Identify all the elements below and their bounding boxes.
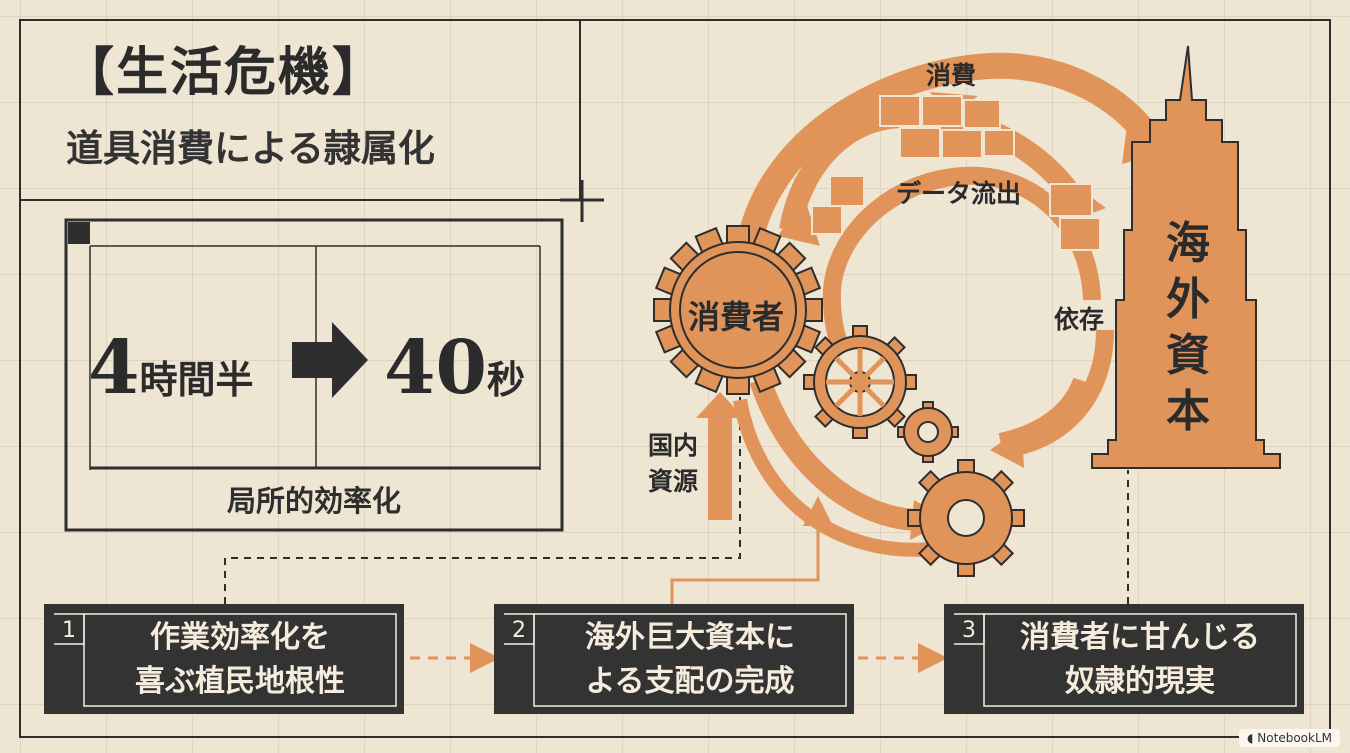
consumption-label: 消費 <box>926 61 977 90</box>
after-time: 40秒 <box>384 325 525 411</box>
page-subtitle: 道具消費による隷属化 <box>66 127 435 170</box>
step-number: 1 <box>62 618 76 643</box>
foreign-capital-char: 資 <box>1166 330 1210 381</box>
foreign-capital-char: 海 <box>1166 218 1210 269</box>
before-number: 4 <box>88 325 140 411</box>
skyscraper-icon <box>1091 45 1281 469</box>
dependence-label: 依存 <box>1054 305 1105 334</box>
step-line: 作業効率化を <box>150 620 330 655</box>
gear-icon <box>803 325 917 439</box>
step-text: 海外巨大資本に よる支配の完成 <box>534 616 846 704</box>
gear-icon <box>907 459 1025 577</box>
notebook-icon: ◖ <box>1247 731 1254 745</box>
step-text: 消費者に甘んじる 奴隷的現実 <box>984 616 1296 704</box>
after-unit: 秒 <box>486 357 525 402</box>
step-line: よる支配の完成 <box>585 664 795 699</box>
step-boxes <box>44 604 1304 714</box>
step-number: 2 <box>512 618 526 643</box>
efficiency-box <box>64 218 564 532</box>
step-line: 喜ぶ植民地根性 <box>135 664 345 699</box>
domestic-resources-line: 国内 <box>647 431 698 460</box>
watermark-text: NotebookLM <box>1257 731 1332 745</box>
frame-lines <box>19 19 1331 738</box>
data-outflow-label: データ流出 <box>896 179 1022 208</box>
watermark-badge: ◖ NotebookLM <box>1239 729 1340 747</box>
foreign-capital-char: 本 <box>1166 386 1210 437</box>
domestic-resources-line: 資源 <box>647 467 698 496</box>
step-line: 海外巨大資本に <box>585 620 795 655</box>
gear-icon <box>897 401 959 463</box>
dashed-connectors <box>224 392 1129 604</box>
gear-icon <box>653 225 823 395</box>
step-text: 作業効率化を 喜ぶ植民地根性 <box>84 616 396 704</box>
step-number: 3 <box>962 618 976 643</box>
domestic-resources-label: 国内 資源 <box>633 428 713 500</box>
brick-blocks <box>811 95 1101 251</box>
domestic-arrow-icon <box>696 392 744 520</box>
foreign-capital-char: 外 <box>1166 274 1210 325</box>
step-line: 消費者に甘んじる <box>1020 620 1260 655</box>
before-time: 4時間半 <box>88 325 254 411</box>
right-arrow-icon <box>292 322 368 398</box>
orange-connectors <box>410 496 948 673</box>
page-title: 【生活危機】 <box>62 42 387 103</box>
step-line: 奴隷的現実 <box>1065 664 1215 699</box>
consumer-label: 消費者 <box>688 298 785 336</box>
before-unit: 時間半 <box>139 357 254 402</box>
foreign-capital-label: 海 外 資 本 <box>1158 216 1218 440</box>
after-number: 40 <box>384 325 487 411</box>
efficiency-caption: 局所的効率化 <box>226 484 401 518</box>
